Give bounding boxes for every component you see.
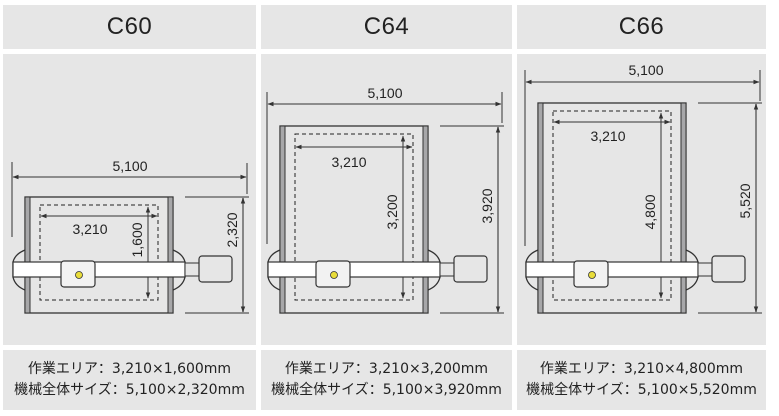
work-depth-label-c66: 4,800	[642, 194, 658, 229]
work-width-label-c60: 3,210	[72, 221, 107, 237]
overall-width-label-c64: 5,100	[367, 85, 402, 101]
model-header-c66: C66	[517, 5, 766, 49]
overall-width-label-c60: 5,100	[112, 158, 147, 174]
model-name: C64	[363, 13, 410, 40]
work-depth-label-c60: 1,600	[129, 222, 145, 257]
machine-size-text: 機械全体サイズ：5,100×5,520mm	[526, 382, 757, 398]
work-area-text: 作業エリア：3,210×1,600mm	[27, 361, 232, 377]
work-depth-label-c64: 3,200	[384, 194, 400, 229]
model-name: C60	[106, 13, 153, 40]
model-name: C66	[618, 13, 665, 40]
overall-depth-label-c66: 5,520	[737, 183, 753, 218]
model-header-c60: C60	[3, 5, 256, 49]
machine-diagram-c64	[266, 92, 504, 314]
machine-diagram-c66	[524, 70, 762, 314]
caption-c64: 作業エリア：3,210×3,200mm 機械全体サイズ：5,100×3,920m…	[261, 350, 512, 410]
caption-c66: 作業エリア：3,210×4,800mm 機械全体サイズ：5,100×5,520m…	[517, 350, 766, 410]
overall-width-label-c66: 5,100	[628, 62, 663, 78]
machine-size-text: 機械全体サイズ：5,100×3,920mm	[271, 382, 502, 398]
overall-depth-label-c64: 3,920	[479, 188, 495, 223]
work-width-label-c64: 3,210	[331, 154, 366, 170]
machine-size-text: 機械全体サイズ：5,100×2,320mm	[14, 382, 245, 398]
overall-depth-label-c60: 2,320	[224, 212, 240, 247]
caption-c60: 作業エリア：3,210×1,600mm 機械全体サイズ：5,100×2,320m…	[3, 350, 256, 410]
work-area-text: 作業エリア：3,210×4,800mm	[539, 361, 744, 377]
machine-diagram-c60	[11, 162, 249, 314]
model-header-c64: C64	[261, 5, 512, 49]
work-width-label-c66: 3,210	[590, 128, 625, 144]
work-area-text: 作業エリア：3,210×3,200mm	[284, 361, 489, 377]
